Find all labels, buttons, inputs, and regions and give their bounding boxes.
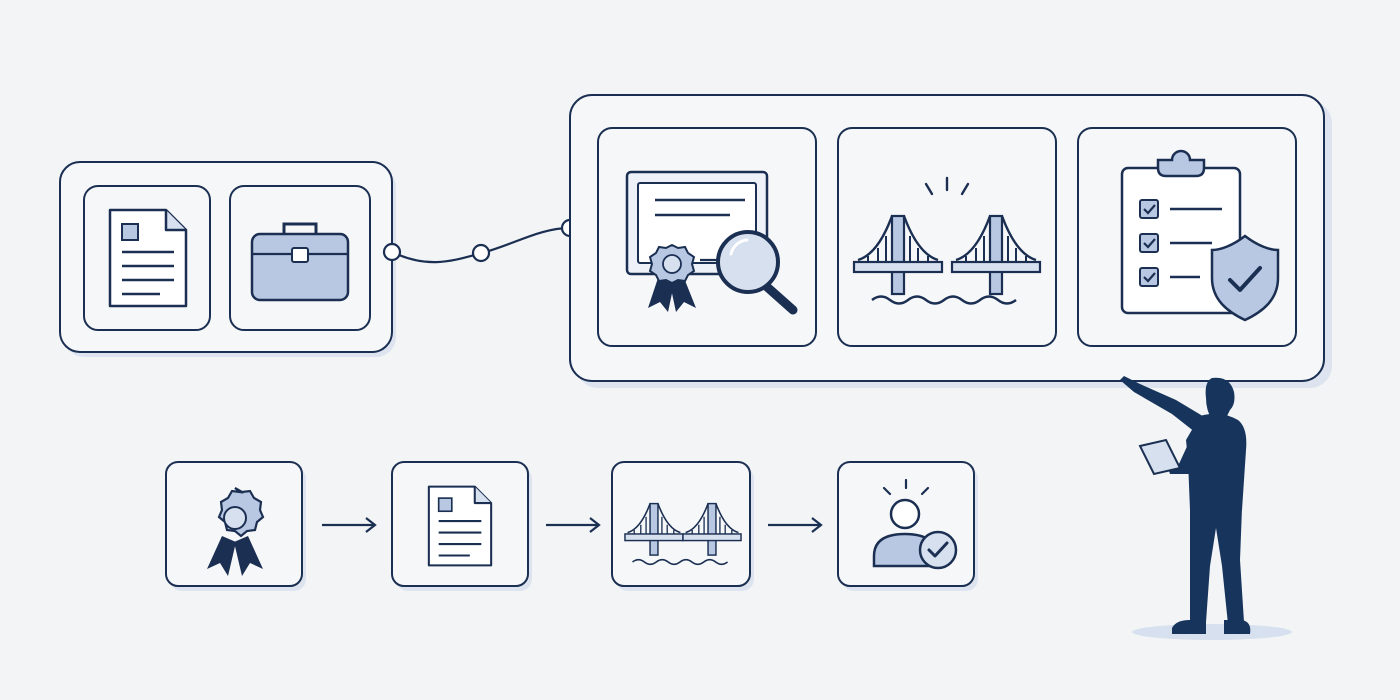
briefcase-icon [250, 222, 350, 302]
broken-bridge-icon [852, 176, 1042, 305]
arrow-right-icon [546, 517, 601, 533]
verification-group [569, 94, 1332, 388]
person-check-icon [872, 478, 958, 570]
presenter-person-icon [1120, 376, 1292, 640]
certificate-magnifier-icon [625, 170, 798, 315]
applicant-profile-group [59, 161, 396, 357]
curved-connector-line [382, 218, 580, 264]
award-ribbon-icon [207, 487, 265, 576]
process-step-document[interactable] [391, 461, 532, 591]
tablet-icon [1138, 438, 1182, 476]
bridge-gap-card[interactable] [837, 127, 1057, 347]
certificate-inspection-card[interactable] [597, 127, 817, 347]
document-icon [427, 485, 493, 567]
process-flow [165, 461, 978, 591]
briefcase-card[interactable] [229, 185, 371, 331]
process-step-bridge[interactable] [611, 461, 754, 591]
process-step-credential[interactable] [165, 461, 306, 591]
document-icon [108, 208, 188, 308]
document-card[interactable] [83, 185, 211, 331]
arrow-right-icon [322, 517, 377, 533]
arrow-right-icon [768, 517, 823, 533]
compliance-checklist-card[interactable] [1077, 127, 1297, 347]
checklist-shield-icon [1120, 149, 1280, 322]
process-step-approved-person[interactable] [837, 461, 978, 591]
